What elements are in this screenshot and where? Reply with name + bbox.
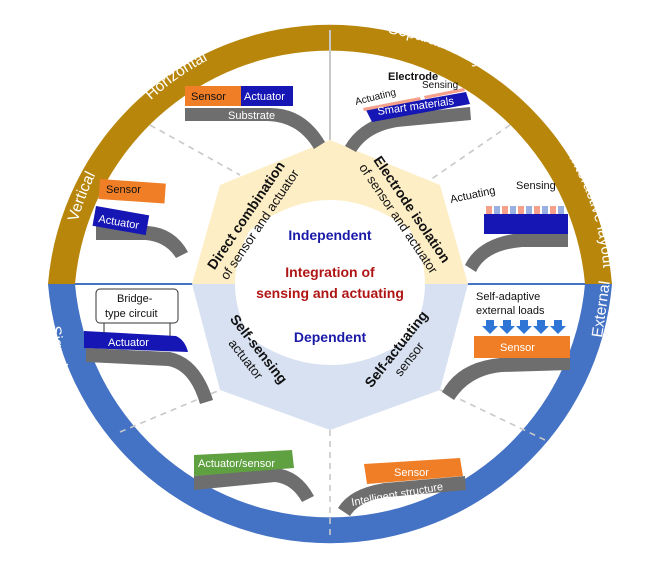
- mechanisms-actuator-sensor-block: [194, 450, 294, 476]
- horizontal-sensor-label: Sensor: [191, 91, 226, 103]
- center-disc: [235, 200, 425, 365]
- external-sensor-block: [474, 336, 570, 358]
- vertical-sensor-label: Sensor: [106, 184, 141, 196]
- device-interactive: Actuating Sensing: [449, 180, 568, 272]
- device-signals: Bridge- type circuit Actuator: [84, 288, 213, 404]
- interactive-sensing-label: Sensing: [516, 180, 556, 192]
- signals-actuator-block: [84, 331, 188, 352]
- down-arrow-icon: [482, 320, 498, 334]
- mechanisms-label: Actuator/sensor: [198, 458, 275, 470]
- separative-sensing-label: Sensing: [422, 80, 458, 91]
- vertical-actuator-block: [92, 205, 150, 236]
- external-loads-line2: external loads: [476, 305, 545, 317]
- external-loads-line1: Self-adaptive: [476, 291, 540, 303]
- external-load-arrows: [482, 320, 566, 334]
- down-arrow-icon: [499, 320, 515, 334]
- center-title-line1: Integration of: [285, 264, 375, 280]
- center-octagon: [192, 140, 468, 430]
- device-separative: Smart materials Electrode Actuating Sens…: [345, 71, 471, 152]
- separative-smart-layer: [366, 92, 470, 122]
- down-arrow-icon: [533, 320, 549, 334]
- signals-actuator-label: Actuator: [108, 337, 149, 349]
- center-title-line2: sensing and actuating: [256, 285, 404, 301]
- external-sensor-label: Sensor: [500, 342, 535, 354]
- horizontal-substrate-label: Substrate: [228, 110, 275, 122]
- internal-structure-strip: [338, 476, 466, 516]
- horizontal-actuator-block: [241, 86, 293, 106]
- separative-electrode-label: Electrode: [388, 71, 438, 83]
- device-vertical: Sensor Actuator: [92, 179, 188, 258]
- down-arrow-icon: [516, 320, 532, 334]
- horizontal-actuator-label: Actuator: [244, 91, 285, 103]
- horizontal-sensor-block: [185, 86, 241, 106]
- signals-circuit-box: [95, 288, 179, 324]
- interactive-actuator-block: [484, 214, 568, 234]
- interactive-substrate-strip: [465, 233, 568, 272]
- vertical-substrate-strip: [96, 226, 188, 258]
- device-horizontal: Sensor Actuator Substrate: [185, 86, 325, 149]
- mechanisms-substrate-strip: [194, 468, 314, 502]
- external-substrate-strip: [442, 356, 570, 400]
- down-arrow-icon: [550, 320, 566, 334]
- interactive-interleaved-electrodes: [486, 206, 564, 214]
- interactive-actuating-label: Actuating: [449, 185, 496, 206]
- center-bottom-label: Dependent: [294, 329, 367, 345]
- vertical-sensor-block: [98, 179, 166, 204]
- signals-circuit-line1: Bridge-: [117, 293, 153, 305]
- device-mechanisms: Actuator/sensor: [194, 450, 314, 502]
- internal-sensor-block: [364, 458, 463, 484]
- ring-bottom-half: [48, 284, 612, 544]
- center-top-label: Independent: [288, 227, 372, 243]
- horizontal-substrate-strip: [185, 108, 325, 149]
- device-external: Sensor Self-adaptive external loads: [442, 291, 570, 400]
- signals-substrate-strip: [86, 348, 213, 404]
- signals-circuit-line2: type circuit: [105, 308, 158, 320]
- internal-sensor-label: Sensor: [394, 467, 429, 479]
- separative-electrodes: [363, 88, 465, 111]
- separative-substrate-strip: [345, 107, 471, 152]
